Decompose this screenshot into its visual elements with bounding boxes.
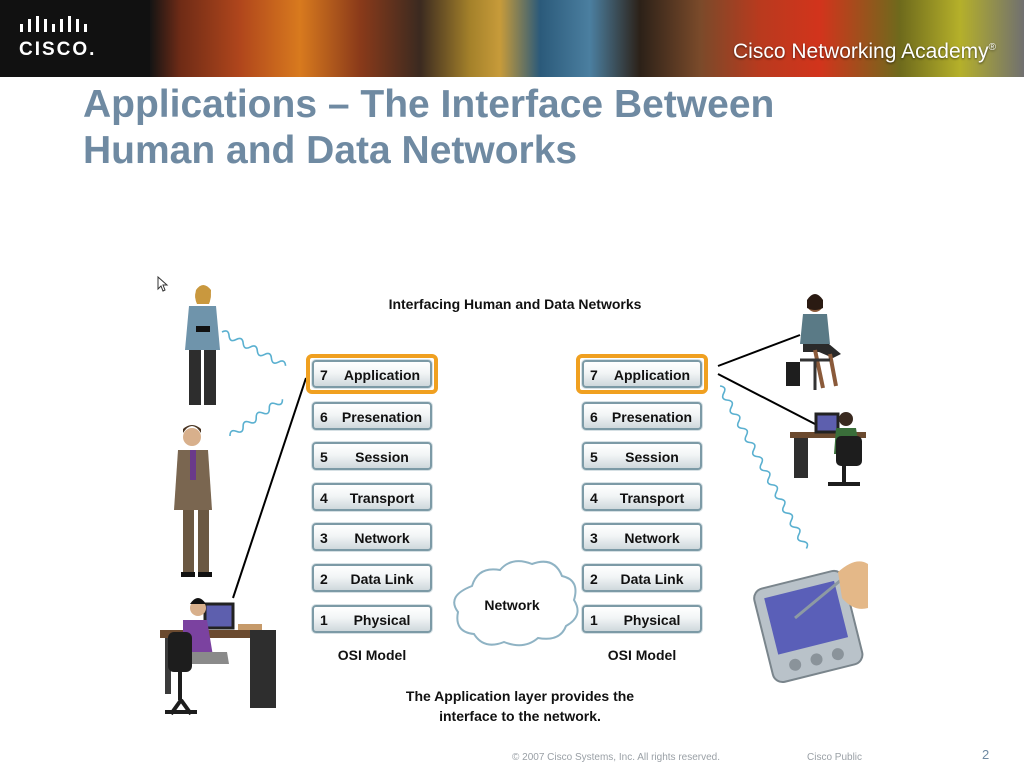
layer-number: 4: [320, 490, 328, 506]
left-layer-2: 2 Data Link: [312, 564, 432, 592]
slide-title-line-1: Applications – The Interface Between: [83, 83, 775, 126]
layer-number: 6: [320, 409, 328, 425]
layer-name: Presenation: [341, 409, 423, 425]
left-layer-1: 1 Physical: [312, 605, 432, 633]
right-layer-3: 3 Network: [582, 523, 702, 551]
right-application-highlight: [576, 354, 708, 394]
layer-number: 2: [320, 571, 328, 587]
academy-registered-mark: ®: [988, 42, 996, 53]
left-layer-3: 3 Network: [312, 523, 432, 551]
layer-name: Network: [354, 530, 410, 546]
layer-name: Presenation: [611, 409, 693, 425]
layer-name: Transport: [349, 490, 415, 506]
layer-number: 7: [590, 367, 598, 383]
layer-number: 3: [320, 530, 328, 546]
footer-classification: Cisco Public: [807, 752, 863, 763]
left-osi-model-label: OSI Model: [337, 647, 407, 663]
slide-title-line-2: Human and Data Networks: [83, 129, 578, 172]
layer-number: 5: [320, 449, 328, 465]
slide-title: Applications – The Interface Between Hum…: [83, 82, 983, 174]
header-banner: [0, 0, 1024, 77]
layer-number: 5: [590, 449, 598, 465]
seated-woman-with-phone-icon: [786, 294, 841, 390]
left-layer-7: 7 Application: [312, 360, 432, 388]
right-layer-4: 4 Transport: [582, 483, 702, 511]
page-number: 2: [982, 747, 990, 762]
desktop-user-icon: [160, 598, 276, 716]
cisco-logo: CISCO.: [0, 0, 150, 77]
layer-name: Physical: [353, 612, 411, 628]
layer-name: Application: [343, 367, 421, 383]
layer-number: 7: [320, 367, 328, 383]
layer-number: 2: [590, 571, 598, 587]
woman-with-phone-icon: [185, 285, 220, 405]
layer-number: 4: [590, 490, 598, 506]
network-cloud-icon: [453, 560, 579, 647]
right-osi-model-label: OSI Model: [607, 647, 677, 663]
layer-name: Data Link: [350, 571, 414, 587]
caption-line-1: The Application layer provides the: [405, 688, 635, 704]
mouse-cursor-icon: [157, 275, 169, 292]
academy-title: Cisco Networking Academy®: [733, 40, 996, 64]
office-user-icon: [790, 412, 866, 486]
layer-number: 1: [590, 612, 598, 628]
academy-text: Cisco Networking Academy: [733, 40, 989, 63]
figure-caption: The Application layer provides the inter…: [350, 686, 690, 726]
figure-title: Interfacing Human and Data Networks: [388, 296, 642, 312]
pda-tablet-icon: [753, 561, 868, 684]
layer-name: Physical: [623, 612, 681, 628]
left-layer-4: 4 Transport: [312, 483, 432, 511]
layer-number: 3: [590, 530, 598, 546]
right-wire-line-upper: [717, 334, 801, 367]
man-with-phone-icon: [174, 425, 212, 577]
layer-name: Session: [625, 449, 679, 465]
wireless-wave-icon: [221, 330, 809, 549]
layer-name: Transport: [619, 490, 685, 506]
cisco-bars-icon: [20, 16, 87, 32]
left-layer-6: 6 Presenation: [312, 402, 432, 430]
right-layer-2: 2 Data Link: [582, 564, 702, 592]
left-wire-line: [232, 377, 307, 599]
caption-line-2: interface to the network.: [439, 708, 601, 724]
left-application-highlight: [306, 354, 438, 394]
right-layer-7: 7 Application: [582, 360, 702, 388]
layer-number: 6: [590, 409, 598, 425]
layer-name: Data Link: [620, 571, 684, 587]
right-wire-line-lower: [717, 373, 816, 425]
right-layer-1: 1 Physical: [582, 605, 702, 633]
cisco-wordmark: CISCO.: [19, 39, 97, 60]
right-layer-6: 6 Presenation: [582, 402, 702, 430]
left-layer-5: 5 Session: [312, 442, 432, 470]
layer-name: Application: [613, 367, 691, 383]
layer-name: Network: [624, 530, 680, 546]
layer-number: 1: [320, 612, 328, 628]
right-layer-5: 5 Session: [582, 442, 702, 470]
layer-name: Session: [355, 449, 409, 465]
footer-copyright: © 2007 Cisco Systems, Inc. All rights re…: [512, 752, 721, 763]
network-cloud-label: Network: [484, 597, 540, 613]
